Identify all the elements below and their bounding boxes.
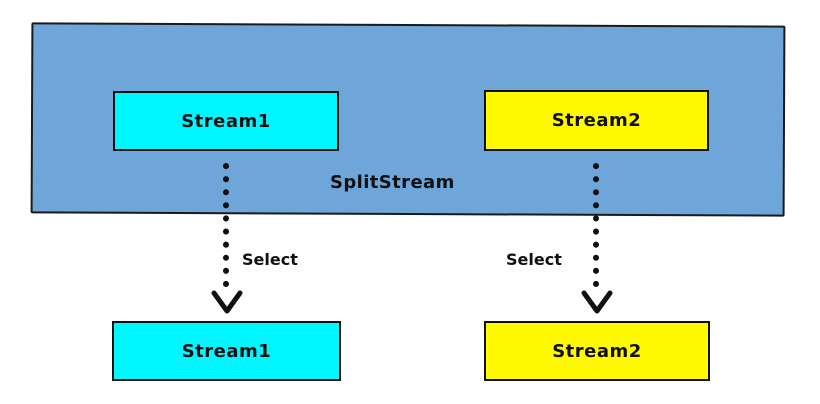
top-stream2-label: Stream2 [551,110,642,131]
top-stream2-node: Stream2 [484,90,709,151]
top-stream1-label: Stream1 [181,110,271,132]
right-select-label: Select [506,250,562,269]
splitstream-label: SplitStream [330,172,455,193]
bottom-stream1-label: Stream1 [181,340,272,362]
bottom-stream1-node: Stream1 [112,321,341,381]
bottom-stream2-label: Stream2 [552,340,642,362]
top-stream1-node: Stream1 [113,91,339,151]
left-select-label: Select [242,250,298,269]
bottom-stream2-node: Stream2 [484,321,710,381]
